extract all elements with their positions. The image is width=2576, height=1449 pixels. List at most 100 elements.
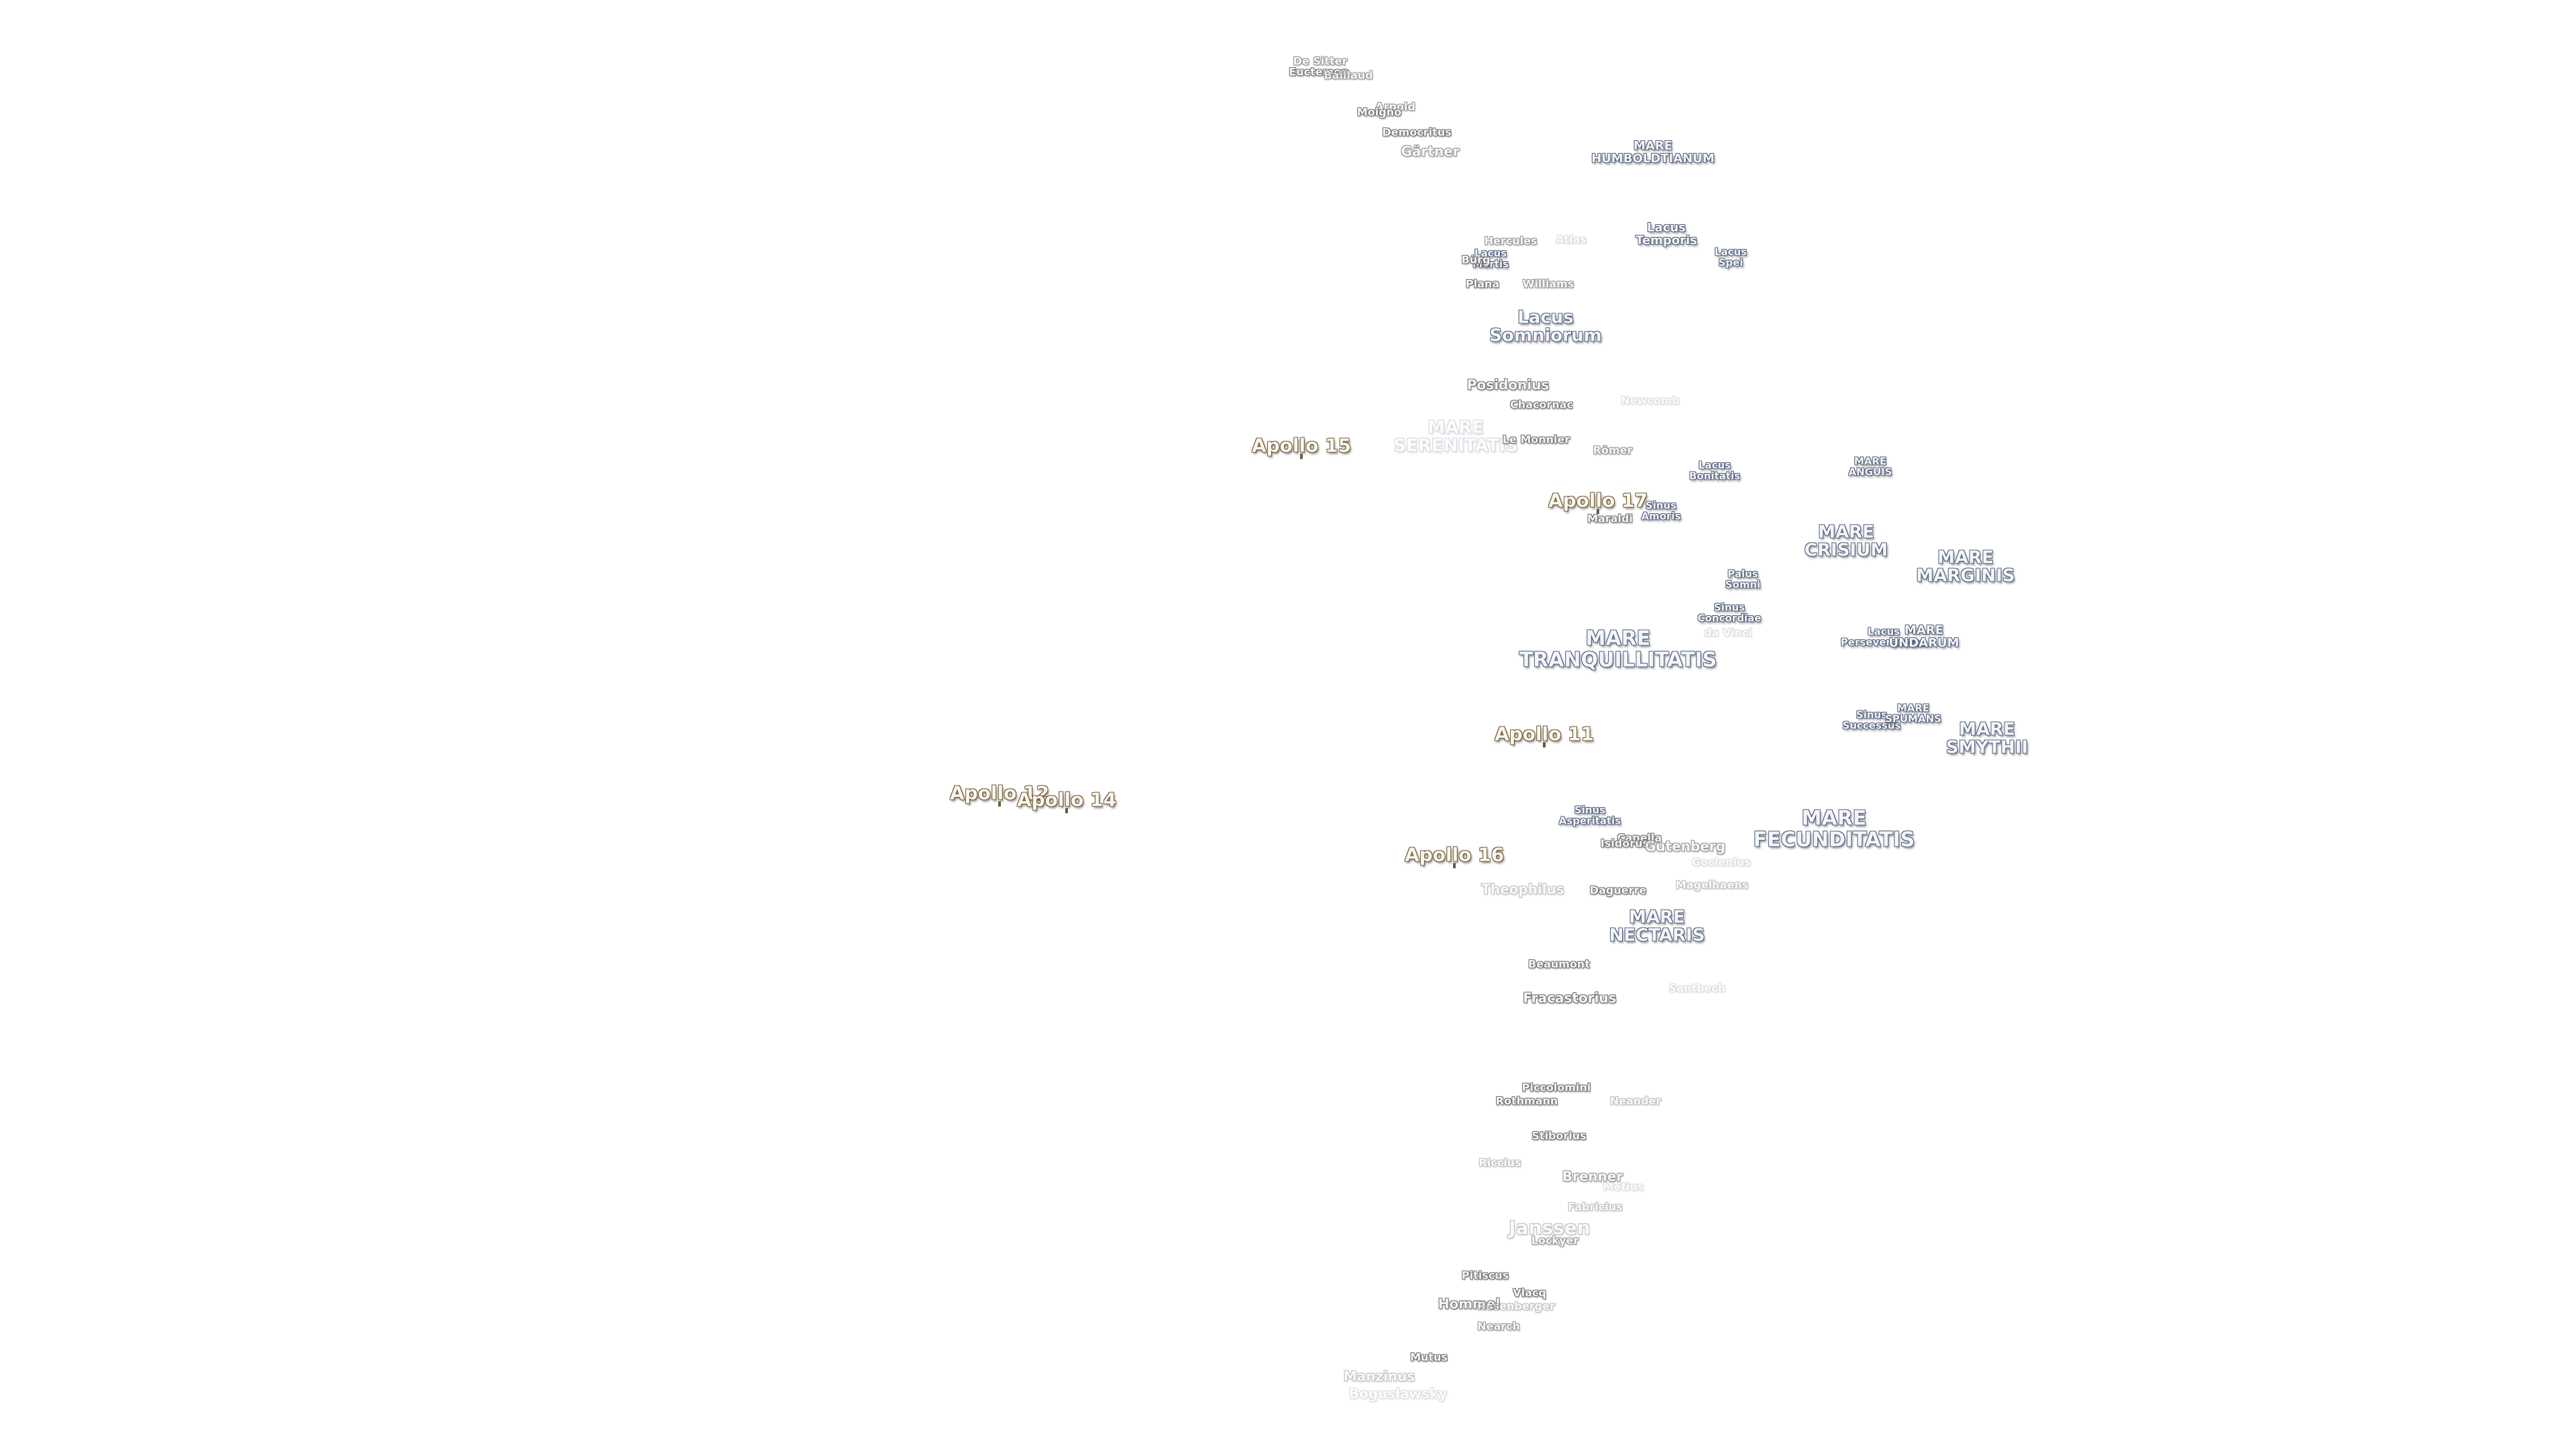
label-text: MARE — [1896, 702, 1930, 714]
label-romer[interactable]: Römer — [1593, 445, 1633, 457]
label-text: Fabricius — [1568, 1200, 1623, 1214]
label-capella[interactable]: Capella — [1617, 833, 1662, 845]
label-democritus[interactable]: Democritus — [1382, 127, 1451, 139]
label-text: Lacus — [1474, 247, 1507, 260]
label-goclenius[interactable]: Goclenius — [1692, 857, 1751, 869]
label-text: MARGINIS — [1916, 566, 2015, 586]
label-text: Capella — [1617, 831, 1662, 845]
label-text: Concordiae — [1697, 612, 1762, 624]
label-mutus[interactable]: Mutus — [1410, 1352, 1448, 1364]
landing-site-marker — [1543, 742, 1546, 748]
label-text: MARE — [1959, 719, 2015, 740]
label-plana[interactable]: Plana — [1466, 278, 1499, 290]
label-hercules[interactable]: Hercules — [1485, 235, 1538, 248]
label-brenner[interactable]: Brenner — [1562, 1168, 1623, 1185]
label-text: da Vinci — [1704, 626, 1752, 639]
label-gutenberg[interactable]: Gutenberg — [1645, 839, 1725, 854]
label-le-monnier[interactable]: Le Monnier — [1503, 434, 1570, 446]
label-piccolomini[interactable]: Piccolomini — [1522, 1082, 1591, 1094]
label-text: Gärtner — [1401, 143, 1460, 160]
label-fracastorius[interactable]: Fracastorius — [1523, 991, 1616, 1006]
label-text: MARE — [1633, 139, 1672, 154]
label-text: Atlas — [1556, 233, 1587, 246]
label-janssen[interactable]: Janssen — [1509, 1218, 1591, 1238]
label-de-sitter[interactable]: De Sitter — [1293, 56, 1348, 68]
label-apollo-17[interactable]: Apollo 17 — [1548, 490, 1648, 515]
label-riccius[interactable]: Riccius — [1479, 1157, 1521, 1169]
label-pitiscus[interactable]: Pitiscus — [1462, 1270, 1509, 1282]
label-apollo-12[interactable]: Apollo 12 — [950, 783, 1049, 807]
label-gartner[interactable]: Gärtner — [1401, 143, 1460, 160]
label-lockyer[interactable]: Lockyer — [1532, 1235, 1578, 1247]
label-moigno[interactable]: Moigno — [1357, 107, 1401, 119]
label-euctemon[interactable]: Euctemon — [1289, 66, 1348, 78]
label-posidonius[interactable]: Posidonius — [1467, 378, 1549, 392]
label-metius[interactable]: Metius — [1603, 1181, 1644, 1193]
label-text: Palus — [1727, 568, 1758, 580]
label-manzinus[interactable]: Manzinus — [1344, 1369, 1415, 1384]
label-magelhaens[interactable]: Magelhaens — [1675, 878, 1749, 892]
label-isidorus[interactable]: Isidorus — [1601, 838, 1649, 850]
label-text: Magelhaens — [1675, 878, 1749, 892]
label-text: Lacus — [1517, 307, 1574, 328]
label-rothmann[interactable]: Rothmann — [1496, 1095, 1558, 1108]
label-burg[interactable]: Bürg — [1462, 254, 1491, 266]
label-atlas[interactable]: Atlas — [1556, 233, 1587, 246]
label-rosenberger[interactable]: Rosenberger — [1477, 1301, 1554, 1313]
label-chacornac[interactable]: Chacornac — [1510, 398, 1573, 411]
label-text: Williams — [1522, 277, 1574, 290]
label-apollo-14[interactable]: Apollo 14 — [1017, 790, 1116, 814]
label-hommel[interactable]: Hommel — [1438, 1297, 1501, 1311]
label-williams[interactable]: Williams — [1522, 277, 1574, 290]
label-apollo-15[interactable]: Apollo 15 — [1252, 435, 1351, 460]
label-vlacq[interactable]: Vlacq — [1513, 1287, 1546, 1299]
label-santbech[interactable]: Santbech — [1669, 983, 1726, 995]
label-maraldi[interactable]: Maraldi — [1587, 513, 1633, 525]
label-apollo-11[interactable]: Apollo 11 — [1495, 724, 1594, 748]
label-apollo-16[interactable]: Apollo 16 — [1405, 845, 1504, 869]
label-da-vinci[interactable]: da Vinci — [1704, 626, 1752, 639]
landing-site-marker — [1597, 508, 1599, 515]
label-text: Brenner — [1562, 1168, 1623, 1185]
label-text: Successus — [1842, 719, 1901, 731]
label-text: ANGUIS — [1848, 466, 1892, 478]
label-fabricius[interactable]: Fabricius — [1568, 1200, 1623, 1214]
label-arnold[interactable]: Arnold — [1375, 101, 1415, 113]
label-stiborius[interactable]: Stiborius — [1532, 1130, 1586, 1142]
label-text: Somniorum — [1489, 326, 1602, 346]
label-newcomb[interactable]: Newcomb — [1621, 395, 1680, 407]
label-neander[interactable]: Neander — [1610, 1095, 1662, 1108]
label-daguerre[interactable]: Daguerre — [1590, 885, 1646, 897]
landing-site-marker — [1453, 863, 1456, 869]
label-baillaud[interactable]: Baillaud — [1324, 70, 1373, 82]
label-theophilus[interactable]: Theophilus — [1481, 882, 1564, 897]
label-text: Somni — [1725, 578, 1761, 590]
label-beaumont[interactable]: Beaumont — [1528, 959, 1590, 971]
label-text: Chacornac — [1510, 398, 1573, 411]
label-boguslawsky[interactable]: Boguslawsky — [1349, 1387, 1448, 1401]
label-nearch[interactable]: Nearch — [1477, 1321, 1520, 1333]
